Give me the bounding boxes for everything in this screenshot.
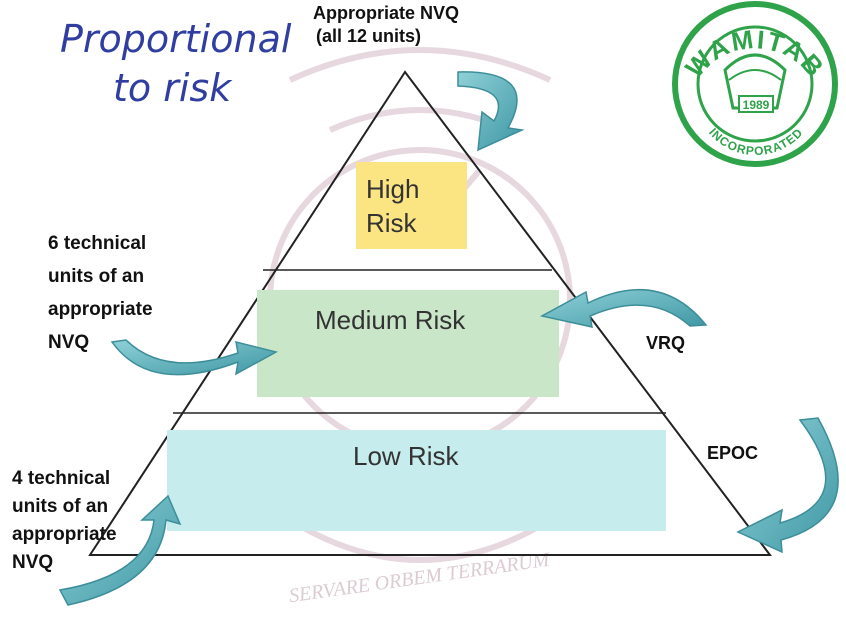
slide-title-line2: to risk <box>113 66 232 110</box>
tier-low-box <box>167 430 666 531</box>
annotation-left-bottom-line1: 4 technical <box>12 468 111 489</box>
annotation-left-middle-line4: NVQ <box>48 332 90 353</box>
arrow-right-middle <box>539 289 708 328</box>
annotation-top-line1: Appropriate NVQ <box>313 3 460 23</box>
tier-medium-box <box>257 290 559 397</box>
annotation-left-middle-line2: units of an <box>48 266 145 287</box>
wamitab-seal-logo: 1989 WAMITAB INCORPORATED <box>672 1 838 167</box>
tier-low-label: Low Risk <box>353 441 459 471</box>
arrow-left-middle <box>110 339 279 376</box>
annotation-vrq: VRQ <box>646 333 686 353</box>
tier-high-label-line1: High <box>366 174 420 204</box>
annotation-epoc: EPOC <box>707 443 759 463</box>
arrow-left-bottom <box>58 494 182 606</box>
annotation-left-bottom-line2: units of an <box>12 496 109 517</box>
annotation-left-middle-line3: appropriate <box>48 299 153 320</box>
annotation-left-middle-line1: 6 technical <box>48 233 147 254</box>
annotation-left-bottom-line4: NVQ <box>12 552 54 573</box>
tier-high-label-line2: Risk <box>366 208 417 238</box>
slide-title-line1: Proportional <box>60 17 292 61</box>
tier-high-box <box>356 162 467 249</box>
annotation-left-bottom-line3: appropriate <box>12 524 117 545</box>
arrow-right-bottom <box>736 417 839 554</box>
arrow-top <box>457 71 525 152</box>
seal-year: 1989 <box>743 98 770 112</box>
tier-medium-label: Medium Risk <box>315 305 466 335</box>
annotation-top-line2: (all 12 units) <box>316 26 422 46</box>
